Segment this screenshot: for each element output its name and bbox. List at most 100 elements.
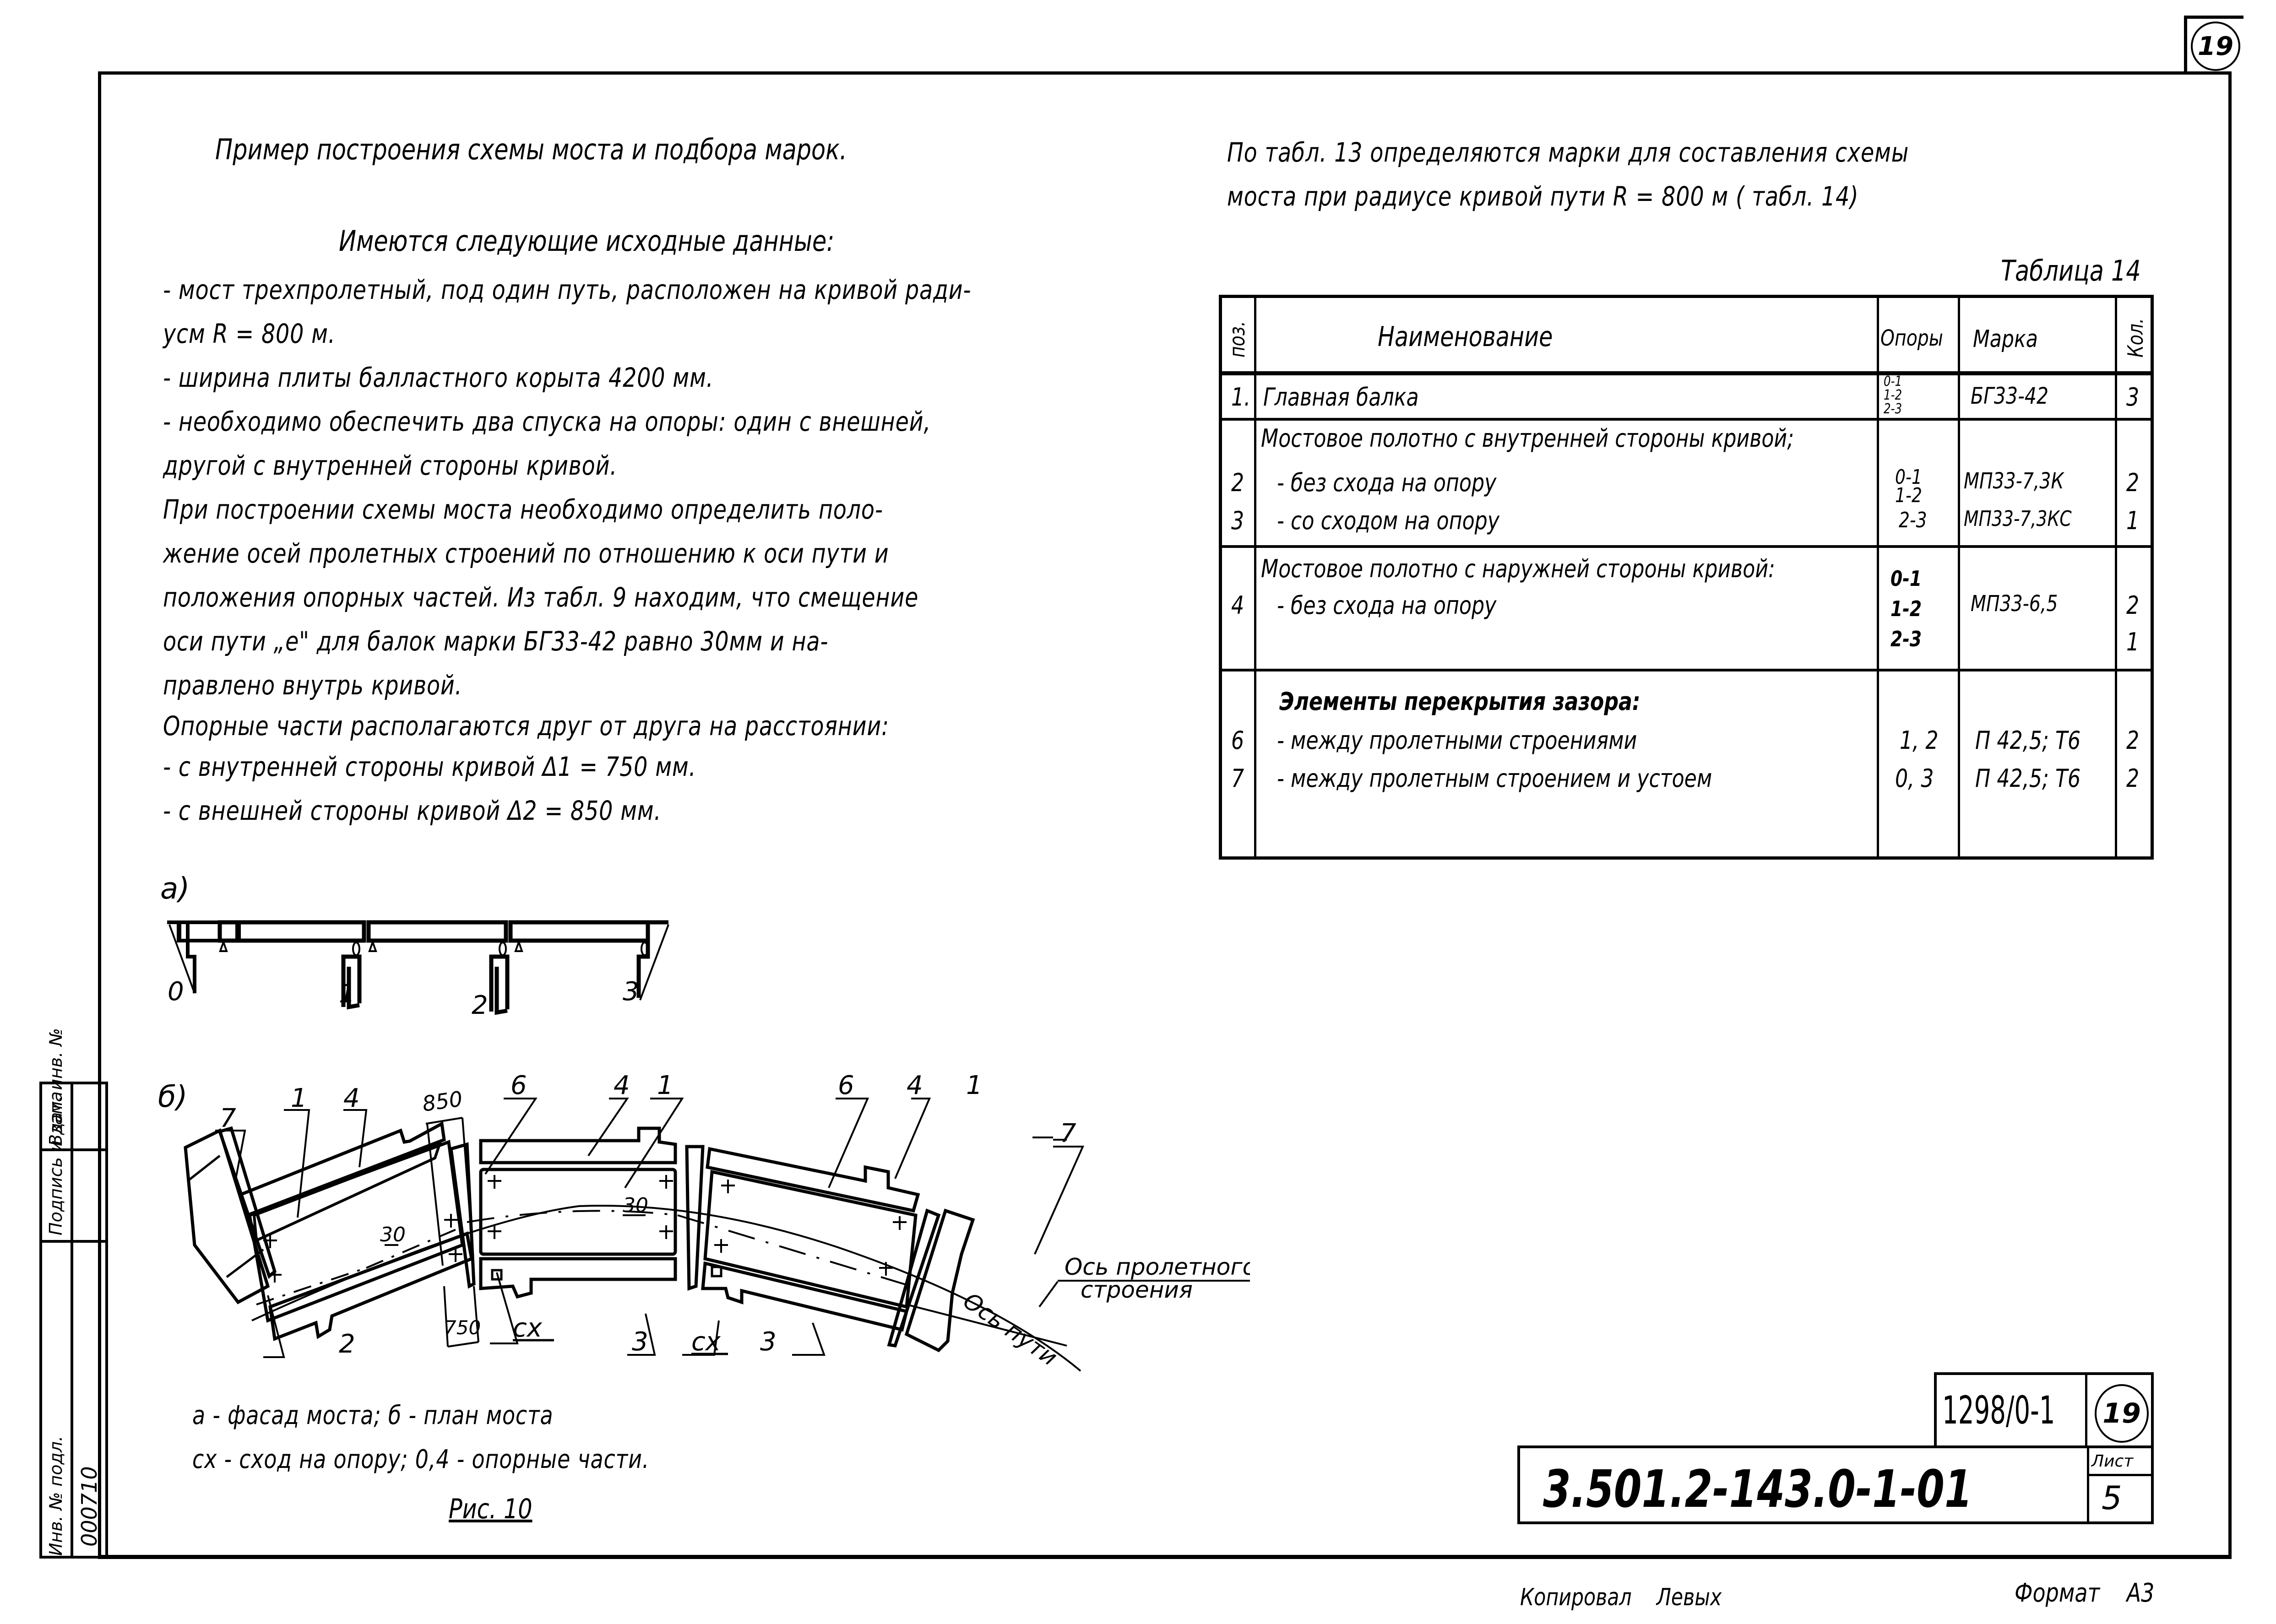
row-pos: 3 [1231,506,1244,535]
drawing-frame [98,71,2232,1559]
row-qty: 2 [2126,764,2140,793]
callout-6-left: 6 [511,1071,527,1100]
group-label: Элементы перекрытия зазора: [1279,687,1640,716]
sheet-number: 5 [2102,1479,2122,1517]
archive-box: 1298/0-1 19 [1934,1372,2154,1445]
stamp-label-inv-orig: Инв. № подл. [46,1435,66,1556]
row-name: - без схода на опору [1277,591,1497,620]
support-label-0: 0 [168,977,184,1007]
text-line: - ширина плиты балластного корыта 4200 м… [163,362,714,393]
row-supports: 1, 2 [1900,726,1939,755]
row-qty: 1 [2126,628,2140,656]
text-line: По табл. 13 определяются марки для соста… [1227,137,1909,168]
table-intro-paragraph: По табл. 13 определяются марки для соста… [1227,130,2059,218]
callout-4-mid: 4 [614,1071,630,1100]
figure-a-label: а) [160,872,190,906]
format-value: А3 [2126,1578,2155,1608]
section-subtitle: Имеются следующие исходные данные: [339,224,835,258]
dim-30-left: 30 [380,1223,406,1246]
text-line: правлено внутрь кривой. [163,670,462,701]
format: Формат А3 [2015,1578,2154,1608]
row-mark: П 42,5; Т6 [1975,726,2081,755]
bridge-facade-drawing [167,920,241,994]
source-data-paragraph: - мост трехпролетный, под один путь, рас… [163,268,1149,833]
row-mark: МП33-7,3К [1964,468,2064,494]
bridge-plan-drawing: 7 1 4 850 6 4 1 6 4 1 7 30 30 750 сх 2 3… [184,1071,1250,1372]
header-qty: Кол. [2123,318,2148,357]
text-line: положения опорных частей. Из табл. 9 нах… [163,582,919,613]
caption-line: сх - сход на опору; 0,4 - опорные части. [192,1445,650,1474]
header-supports: Опоры [1880,325,1943,351]
text-line: Опорные части располагаются друг от друг… [163,710,889,742]
page-number-circle: 19 [2191,22,2240,71]
callout-cx-left: сх [513,1313,543,1343]
sheet-label: Лист [2091,1452,2134,1471]
text-line: - с внутренней стороны кривой Δ1 = 750 м… [163,751,696,782]
callout-1-mid: 1 [657,1071,674,1100]
page-number-box: 19 [2184,16,2243,71]
table-14: поз. Наименование Опоры Марка Кол. 1. Гл… [1219,295,2154,860]
row-pos: 7 [1231,764,1244,793]
stamp-value-inv-orig: 000710 [77,1466,102,1547]
text-line: - с внешней стороны кривой Δ2 = 850 мм. [163,795,662,826]
row-qty: 2 [2126,591,2140,620]
row-name: - между пролетным строением и устоем [1277,764,1712,793]
callout-1-left: 1 [291,1083,307,1113]
row-pos: 4 [1231,591,1244,620]
copied-by-label: Копировал [1520,1584,1632,1611]
dim-30-mid: 30 [623,1194,648,1217]
support-label-1: 1 [339,979,355,1009]
text-line: моста при радиусе кривой пути R = 800 м … [1227,181,1859,212]
callout-1-right: 1 [966,1071,983,1100]
figure-caption: а - фасад моста; б - план моста сх - схо… [192,1394,750,1482]
callout-7-right: 7 [1060,1119,1076,1148]
row-pos: 2 [1231,468,1244,497]
copied-by-name: Левых [1656,1584,1722,1611]
row-name: - между пролетными строениями [1277,726,1637,755]
axis-span-label-2: строения [1081,1277,1193,1303]
callout-7-left: 7 [220,1104,236,1133]
row-qty: 3 [2126,383,2140,411]
row-name: - со сходом на опору [1277,506,1500,535]
stamp-label-signature-date: Подпись и дата [46,1091,66,1235]
text-line: - необходимо обеспечить два спуска на оп… [163,406,931,437]
header-name: Наименование [1378,321,1553,353]
side-stamp: Взам. инв. № Подпись и дата Инв. № подл.… [39,1028,108,1559]
archive-number: 1298/0-1 [1942,1388,2055,1433]
callout-3-mid: 3 [632,1327,648,1357]
copied-by: Копировал Левых [1520,1584,1722,1611]
table-caption: Таблица 14 [2001,254,2141,287]
text-line: - мост трехпролетный, под один путь, рас… [163,274,972,305]
section-title: Пример построения схемы моста и подбора … [215,133,847,166]
text-line: усм R = 800 м. [163,318,336,349]
page-number: 19 [2198,31,2233,61]
callout-6-right: 6 [838,1071,854,1100]
row-mark: П 42,5; Т6 [1975,764,2081,793]
header-pos: поз. [1225,321,1249,357]
row-name: Главная балка [1263,383,1419,411]
text-line: При построении схемы моста необходимо оп… [163,494,883,525]
row-name: - без схода на опору [1277,468,1497,497]
bridge-facade-spans: 0 1 2 3 [168,920,669,1020]
support-label-3: 3 [623,977,639,1007]
row-mark: БГ33-42 [1971,383,2049,409]
caption-line: а - фасад моста; б - план моста [192,1401,554,1430]
header-mark: Марка [1973,325,2038,353]
callout-4-left: 4 [343,1083,360,1113]
callout-4-right: 4 [907,1071,923,1100]
callout-cx-right: сх [691,1327,721,1357]
row-mark: МП33-6,5 [1971,591,2058,617]
figure-title: Рис. 10 [449,1493,532,1525]
row-qty: 2 [2126,468,2140,497]
axis-track-label: Ось пути [958,1287,1062,1371]
dim-750: 750 [444,1316,481,1339]
text-line: жение осей пролетных строений по отношен… [163,538,889,569]
archive-circle: 19 [2095,1384,2149,1443]
row-pos: 6 [1231,726,1244,755]
figure-b-label: б) [158,1080,188,1114]
row-qty: 2 [2126,726,2140,755]
group-label: Мостовое полотно с внутренней стороны кр… [1261,424,1794,453]
